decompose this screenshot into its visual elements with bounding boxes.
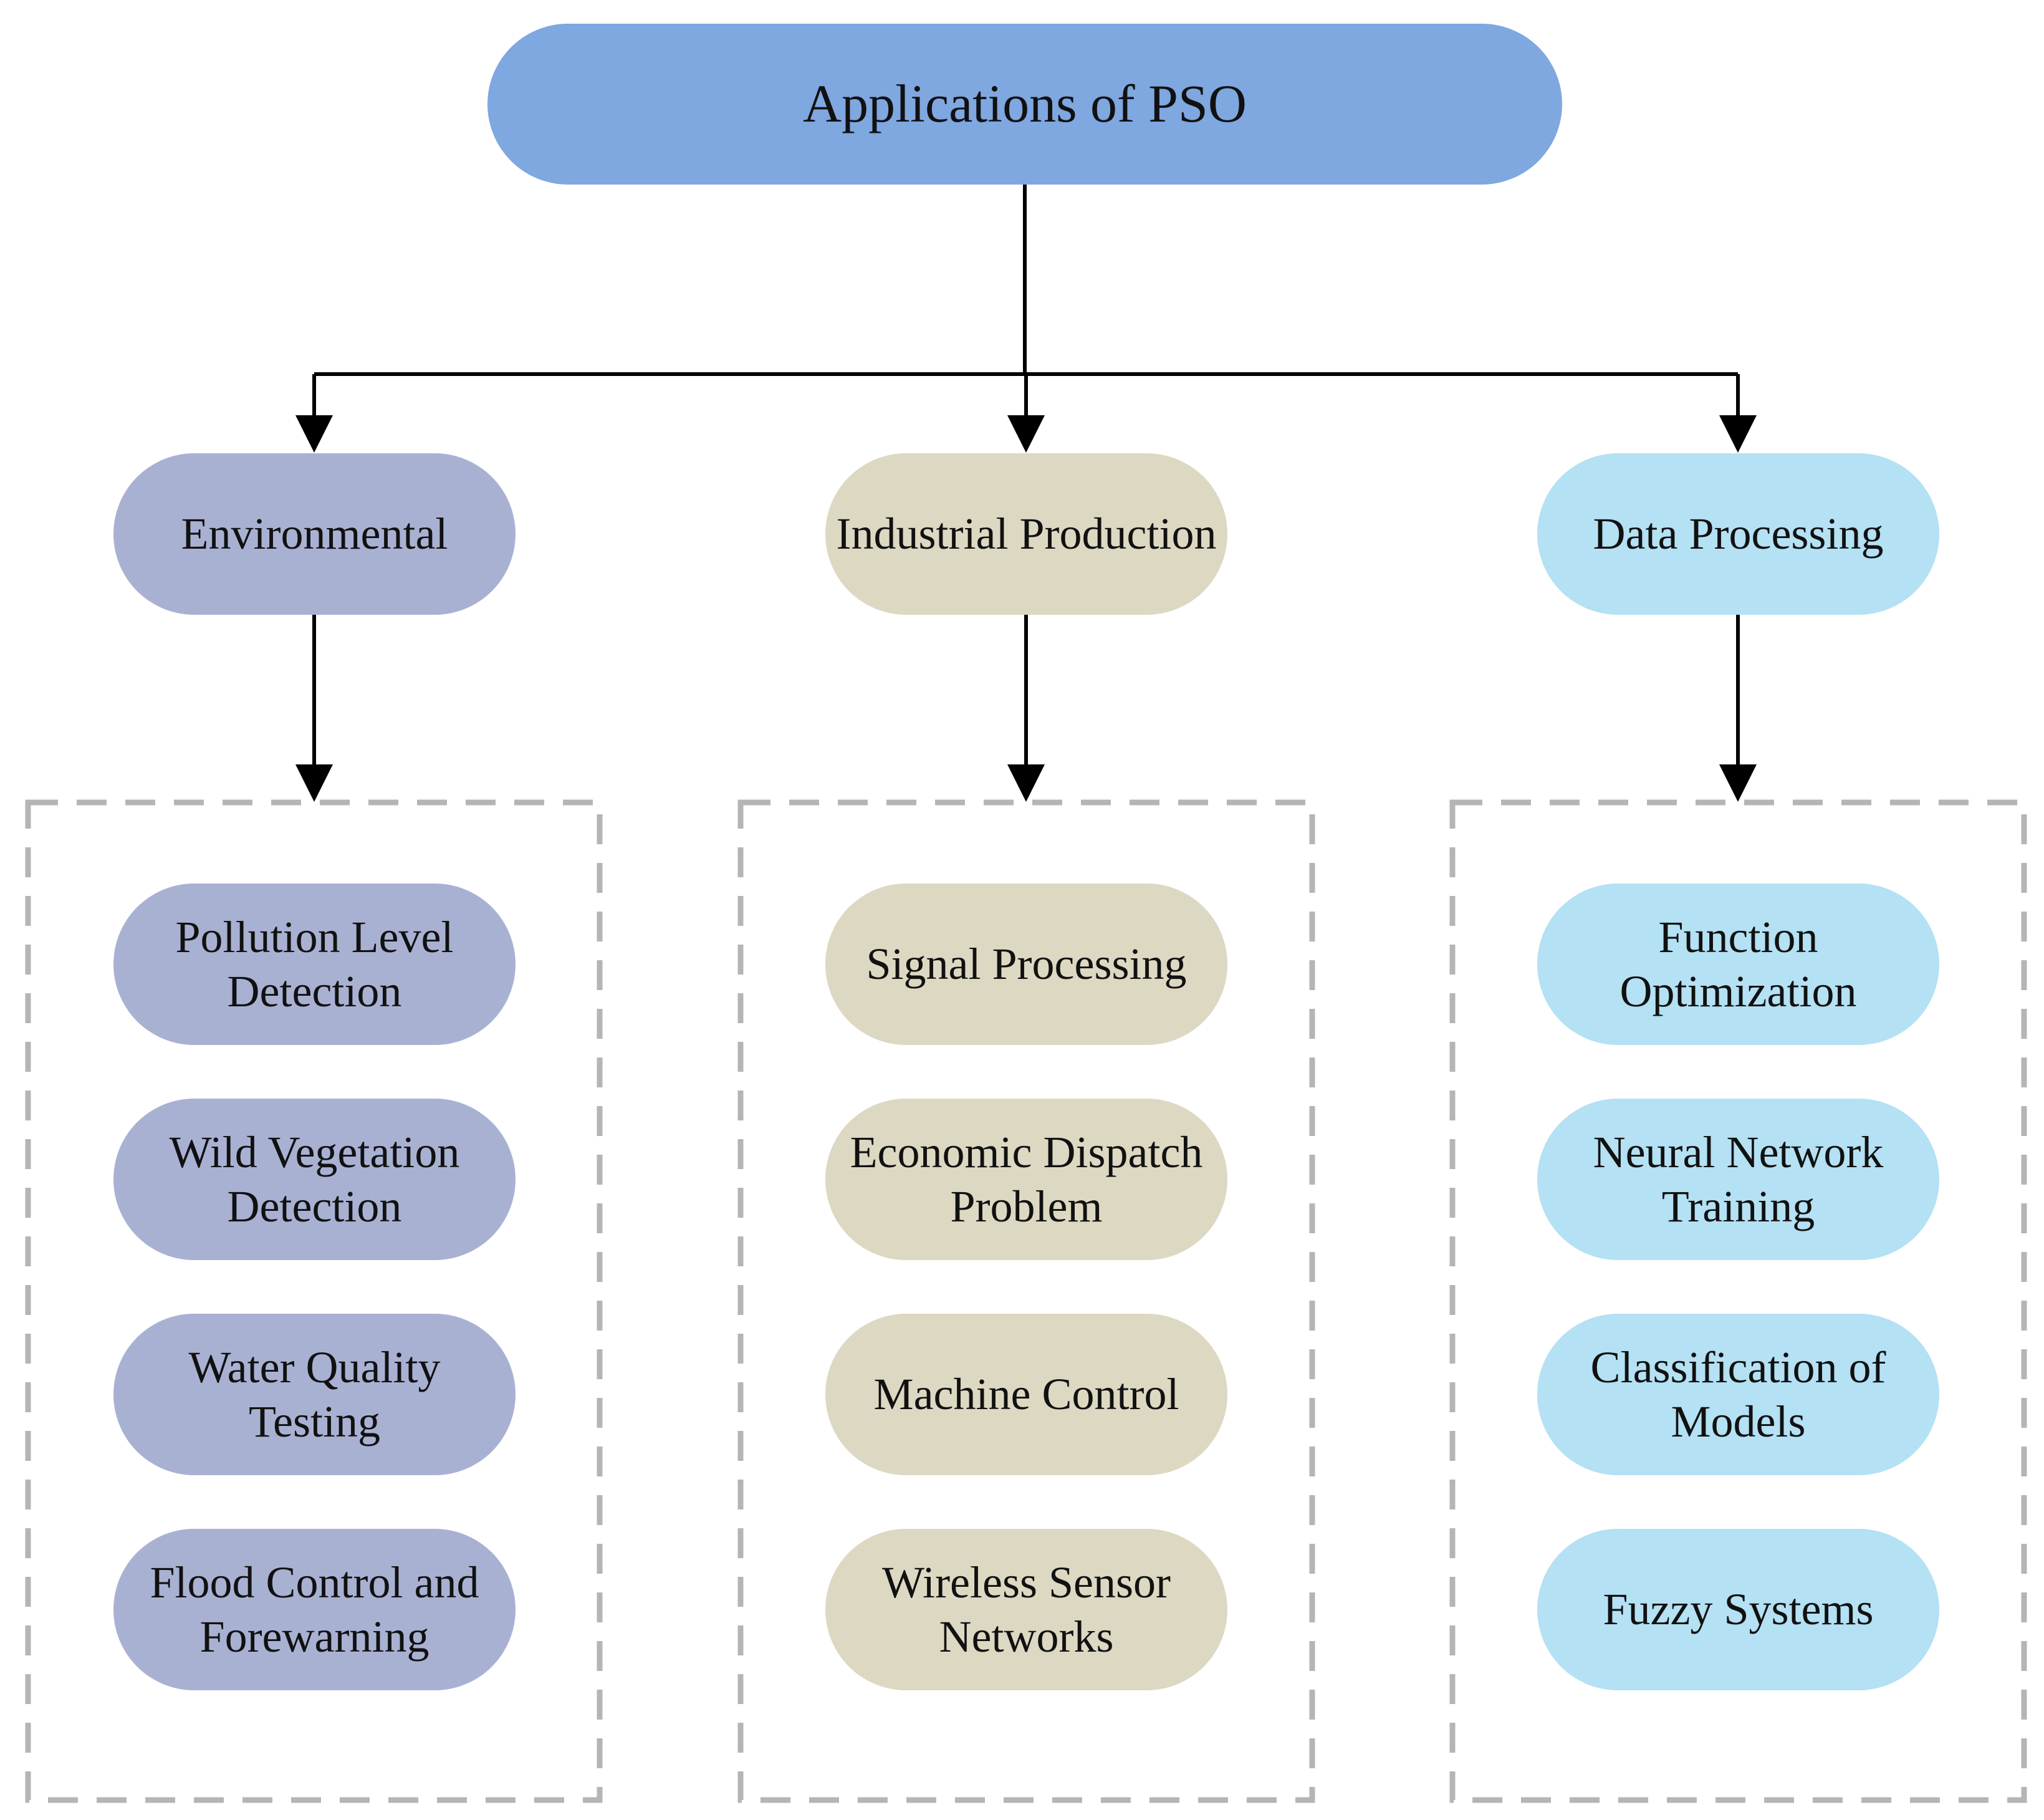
category-industrial-production: Industrial Production: [825, 453, 1227, 615]
item-label: Flood Control and Forewarning: [150, 1558, 479, 1662]
item-neural-network-training: Neural Network Training: [1537, 1099, 1939, 1260]
category-environmental: Environmental: [113, 453, 516, 615]
item-label: Signal Processing: [866, 939, 1187, 989]
item-label: Water Quality Testing: [188, 1342, 441, 1447]
item-label: Economic Dispatch Problem: [850, 1127, 1203, 1231]
item-label: Classification of Models: [1590, 1342, 1886, 1447]
item-economic-dispatch-problem: Economic Dispatch Problem: [825, 1099, 1227, 1260]
item-label: Wireless Sensor Networks: [881, 1558, 1171, 1662]
category-data-processing: Data Processing: [1537, 453, 1939, 615]
item-label: Neural Network Training: [1593, 1127, 1884, 1231]
item-signal-processing: Signal Processing: [825, 884, 1227, 1045]
group-border-industrial: [737, 799, 1315, 1803]
root-node-label: Applications of PSO: [803, 74, 1247, 134]
category-data-processing-label: Data Processing: [1593, 509, 1884, 559]
item-water-quality-testing: Water Quality Testing: [113, 1314, 516, 1475]
category-industrial-production-label: Industrial Production: [836, 509, 1217, 559]
item-machine-control: Machine Control: [825, 1314, 1227, 1475]
item-label: Machine Control: [873, 1369, 1179, 1420]
item-wild-vegetation-detection: Wild Vegetation Detection: [113, 1099, 516, 1260]
item-label: Function Optimization: [1619, 912, 1857, 1016]
group-border-environmental: [25, 799, 603, 1803]
item-flood-control-and-forewarning: Flood Control and Forewarning: [113, 1529, 516, 1690]
category-environmental-label: Environmental: [181, 509, 448, 559]
group-border-data: [1449, 799, 2027, 1803]
item-pollution-level-detection: Pollution Level Detection: [113, 884, 516, 1045]
item-wireless-sensor-networks: Wireless Sensor Networks: [825, 1529, 1227, 1690]
item-fuzzy-systems: Fuzzy Systems: [1537, 1529, 1939, 1690]
item-label: Pollution Level Detection: [175, 912, 454, 1016]
item-classification-of-models: Classification of Models: [1537, 1314, 1939, 1475]
item-label: Wild Vegetation Detection: [169, 1127, 460, 1231]
item-function-optimization: Function Optimization: [1537, 884, 1939, 1045]
item-label: Fuzzy Systems: [1603, 1584, 1874, 1635]
root-node: Applications of PSO: [487, 24, 1562, 185]
